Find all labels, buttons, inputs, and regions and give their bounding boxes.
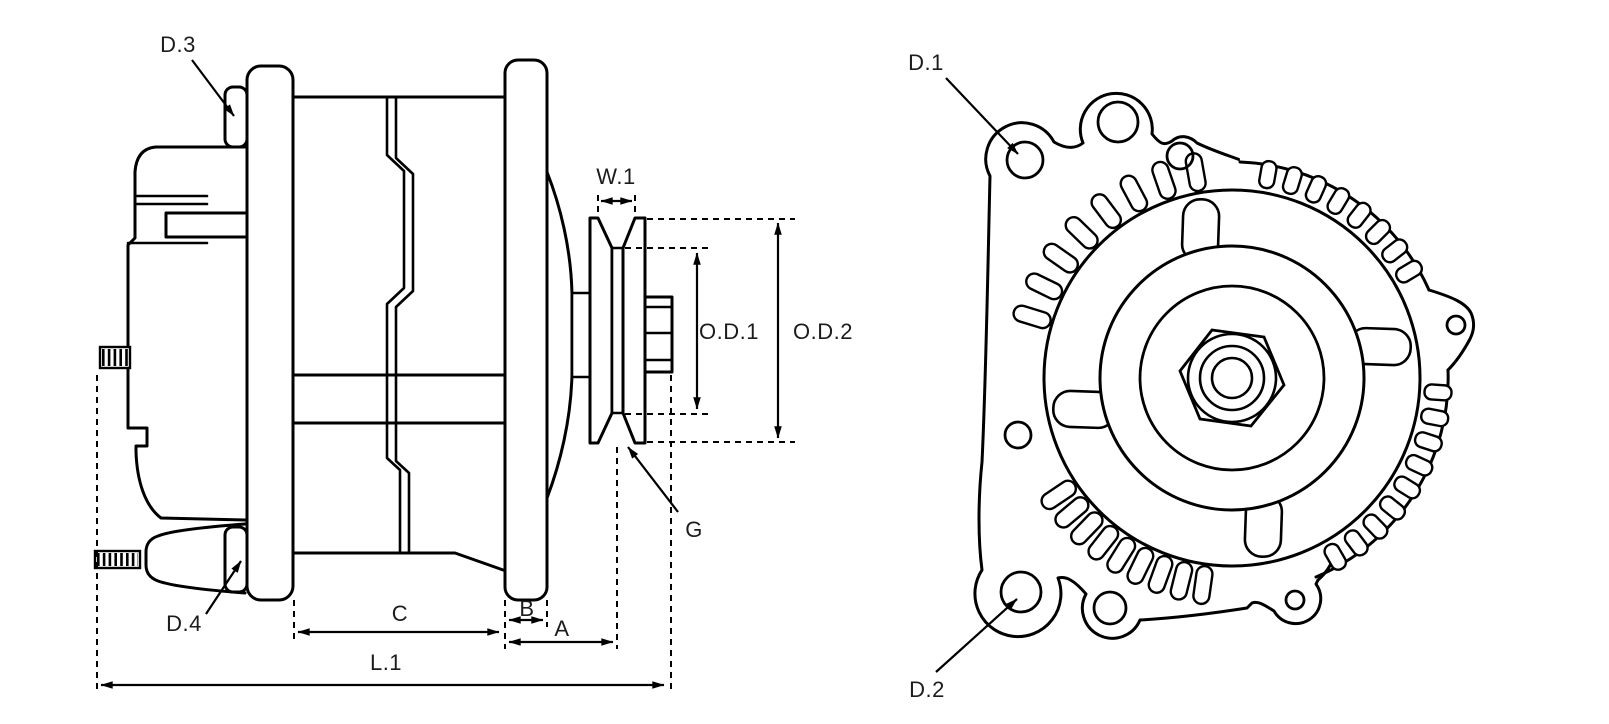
shaft-end [1210, 356, 1254, 400]
dim-label-od2: O.D.2 [793, 319, 853, 344]
mounting-hole-top [1096, 100, 1140, 144]
terminal-stud-upper [98, 345, 132, 370]
drive-end-bell [545, 170, 574, 500]
rear-housing [126, 145, 247, 522]
dim-label-l1: L.1 [370, 650, 402, 675]
dim-label-d3: D.3 [160, 32, 196, 57]
side-ear [1427, 288, 1475, 372]
pulley-hub [1098, 244, 1366, 512]
d4-leader-arrow [205, 560, 242, 615]
d2-leader-arrow [935, 598, 1018, 673]
mounting-hole-bottom [1092, 590, 1128, 626]
fan-spokes [1051, 197, 1413, 559]
small-hole-mid-left [1003, 420, 1033, 450]
dim-label-w1: W.1 [596, 164, 635, 189]
lower-bracket [144, 522, 247, 595]
shaft-spacer [570, 291, 593, 379]
shaft-nut [643, 295, 674, 374]
mounting-hole-d1 [1005, 140, 1045, 180]
mounting-hole-d2 [999, 570, 1043, 614]
stator-body [291, 95, 508, 573]
cooling-slots [1012, 152, 1214, 606]
plate-rim-eraser [1238, 157, 1454, 573]
dim-label-b: B [519, 596, 534, 621]
g-leader-arrow [627, 446, 679, 513]
dim-label-d1: D.1 [908, 50, 944, 75]
mounting-flange-front [503, 58, 549, 602]
pulley [588, 216, 647, 445]
alternator-side-view: D.3 D.4 W.1 O.D.1 O.D.2 G C B A L.1 [93, 32, 853, 691]
alternator-front-view: D.1 D.2 [908, 50, 1475, 702]
dim-label-g: G [685, 517, 703, 542]
ear-hole-bottom [1284, 589, 1306, 611]
lug-d3 [223, 85, 249, 149]
d3-leader-arrow [191, 59, 235, 117]
mounting-flange-rear [245, 64, 295, 602]
dim-label-c: C [392, 601, 408, 626]
dim-label-d2: D.2 [909, 677, 945, 702]
shaft-nut-front [1178, 328, 1286, 428]
lug-d4 [223, 525, 249, 594]
rim-notches [1258, 159, 1453, 571]
dim-label-d4: D.4 [166, 611, 202, 636]
d1-leader-arrow [945, 77, 1019, 155]
ear-hole-right [1445, 314, 1467, 336]
dimension-lines [100, 197, 782, 689]
extension-lines [96, 190, 795, 691]
dim-label-a: A [554, 616, 569, 641]
small-hole-top-right [1165, 141, 1195, 171]
dim-label-od1: O.D.1 [699, 319, 759, 344]
terminal-stud-lower [93, 549, 142, 570]
